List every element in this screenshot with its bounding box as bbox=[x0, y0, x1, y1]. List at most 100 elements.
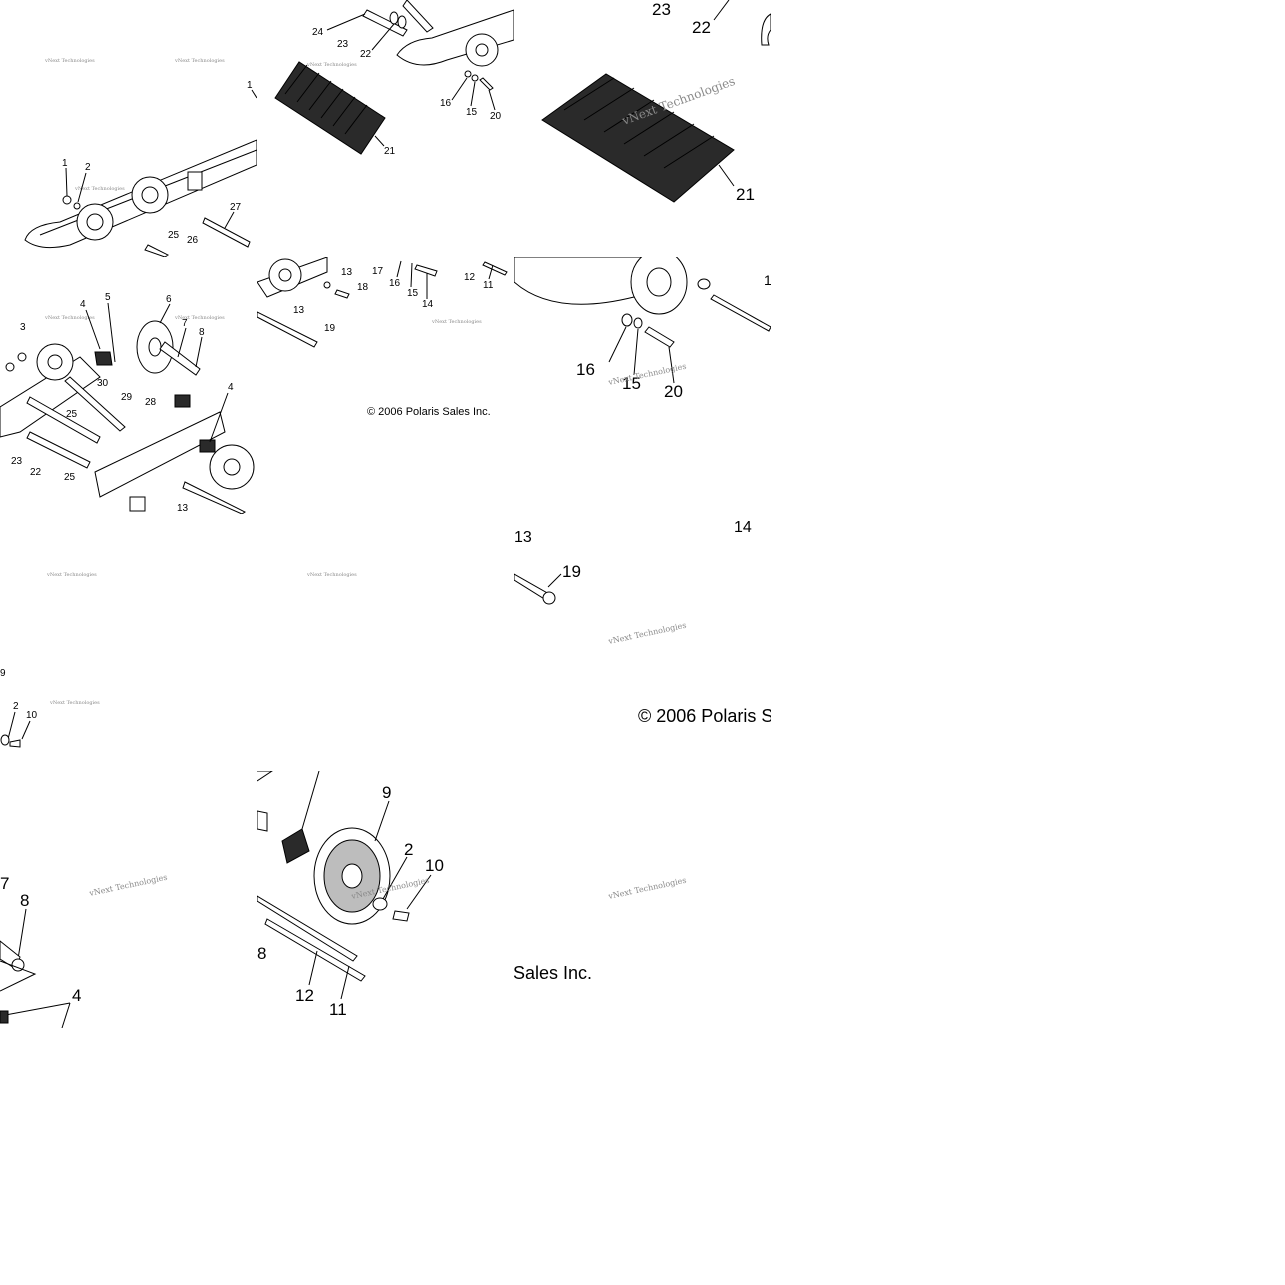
callout-label: 27 bbox=[230, 202, 242, 213]
track-belt bbox=[274, 61, 386, 155]
diagram-tile-bolt-detail: 13 14 19 vNext Technologies © 2006 Polar… bbox=[514, 514, 771, 771]
callout-label: 28 bbox=[145, 397, 157, 408]
callout-label: 10 bbox=[26, 710, 38, 721]
diagram-tile-arm-assembly: vNext Technologies vNext Technologies bbox=[0, 257, 257, 514]
callout-label: 11 bbox=[329, 1000, 347, 1019]
diagram-tile-blank: vNext Technologies bbox=[257, 514, 514, 771]
shaft bbox=[26, 396, 101, 444]
callout-label: 2 bbox=[13, 701, 19, 712]
callout-label: 2 bbox=[85, 162, 91, 173]
callout-label: 1 bbox=[62, 158, 68, 169]
callout-label: 12 bbox=[464, 272, 476, 283]
watermark-text: vNext Technologies bbox=[44, 315, 95, 321]
callout-label: 13 bbox=[177, 503, 189, 514]
shaft bbox=[710, 294, 771, 332]
callout-label: 1 bbox=[247, 80, 253, 91]
shaft bbox=[257, 895, 358, 962]
callout-label: 23 bbox=[11, 456, 23, 467]
callout-label: 25 bbox=[168, 230, 180, 241]
watermark-text: vNext Technologies bbox=[306, 62, 357, 68]
track-belt bbox=[541, 73, 735, 203]
callout-label: 22 bbox=[30, 467, 42, 478]
callout-label: 18 bbox=[357, 282, 369, 293]
diagram-tile-shafts: 13 17 16 15 14 12 11 18 13 19 vNext Tech… bbox=[257, 257, 514, 514]
callout-label: 15 bbox=[407, 288, 419, 299]
callout-label: 14 bbox=[422, 299, 434, 310]
callout-label: 11 bbox=[483, 280, 494, 291]
copyright-notice: © 2006 Polaris S bbox=[638, 706, 771, 726]
shaft bbox=[202, 217, 251, 248]
callout-label: 16 bbox=[389, 278, 401, 289]
callout-label: 14 bbox=[734, 519, 752, 536]
watermark-text: vNext Technologies bbox=[174, 58, 225, 64]
callout-label: 7 bbox=[182, 318, 188, 329]
rail-body bbox=[94, 411, 226, 498]
watermark-text: vNext Technologies bbox=[607, 876, 688, 902]
callout-label: 2 bbox=[404, 840, 413, 859]
diagram-tile-wheel-detail: 1 16 15 20 vNext Technologies bbox=[514, 257, 771, 514]
callout-label: 30 bbox=[97, 378, 109, 389]
watermark-text: vNext Technologies bbox=[46, 572, 97, 578]
callout-label: 20 bbox=[490, 111, 502, 122]
watermark-text: vNext Technologies bbox=[49, 700, 100, 706]
diagram-tile-rail-overview: vNext Technologies vNext Technologies vN… bbox=[0, 0, 257, 257]
callout-label: 7 bbox=[0, 874, 9, 893]
callout-label: 16 bbox=[576, 360, 595, 379]
callout-label: 13 bbox=[341, 267, 353, 278]
callout-label: 4 bbox=[80, 299, 86, 310]
callout-label: 16 bbox=[440, 98, 452, 109]
callout-label: 23 bbox=[337, 39, 349, 50]
watermark-text: vNext Technologies bbox=[306, 572, 357, 578]
callout-label: 4 bbox=[72, 986, 81, 1005]
watermark-text: vNext Technologies bbox=[174, 315, 225, 321]
copyright-notice: © 2006 Polaris Sales Inc. bbox=[367, 406, 491, 418]
callout-label: 4 bbox=[228, 382, 234, 393]
watermark-text: vNext Technologies bbox=[88, 873, 169, 899]
callout-label: 3 bbox=[20, 322, 26, 333]
diagram-tile-copyright-tail: vNext Technologies Sales Inc. bbox=[514, 771, 771, 1028]
watermark-text: vNext Technologies bbox=[44, 58, 95, 64]
callout-label: 25 bbox=[64, 472, 76, 483]
watermark-text: vNext Technologies bbox=[607, 621, 688, 647]
callout-label: 19 bbox=[324, 323, 336, 334]
callout-label: 22 bbox=[692, 18, 711, 37]
callout-label: 22 bbox=[360, 49, 372, 60]
shaft bbox=[264, 918, 366, 982]
copyright-notice: Sales Inc. bbox=[514, 963, 592, 983]
callout-label: 15 bbox=[466, 107, 478, 118]
diagram-tile-small-bolts: vNext Technologies vNext Technologies 9 … bbox=[0, 514, 257, 771]
callout-label: 8 bbox=[20, 891, 29, 910]
callout-label: 8 bbox=[257, 944, 266, 963]
callout-label: 13 bbox=[514, 529, 532, 546]
callout-label: 10 bbox=[425, 856, 444, 875]
callout-label: 6 bbox=[166, 294, 172, 305]
rail-body bbox=[396, 9, 514, 66]
callout-label: 21 bbox=[736, 185, 755, 204]
callout-label: 19 bbox=[562, 562, 581, 581]
callout-label: 26 bbox=[187, 235, 199, 246]
shaft bbox=[257, 311, 318, 348]
callout-label: 20 bbox=[664, 382, 683, 401]
bracket bbox=[187, 171, 203, 191]
block bbox=[281, 828, 310, 864]
callout-label: 24 bbox=[312, 27, 324, 38]
diagram-tile-wheel-shafts: 9 2 10 12 11 8 vNext Technologies bbox=[257, 771, 514, 1028]
callout-label: 15 bbox=[622, 374, 641, 393]
watermark-text: vNext Technologies bbox=[74, 186, 125, 192]
callout-label: 13 bbox=[293, 305, 305, 316]
diagram-tile-track-large: 23 22 vNext Technologies 21 bbox=[514, 0, 771, 257]
callout-label: 17 bbox=[372, 266, 384, 277]
callout-label: 9 bbox=[0, 668, 6, 679]
callout-label: 9 bbox=[382, 783, 391, 802]
callout-label: 8 bbox=[199, 327, 205, 338]
callout-label: 29 bbox=[121, 392, 133, 403]
diagram-tile-arm-fragment: 7 8 4 vNext Technologies bbox=[0, 771, 257, 1028]
callout-label: 5 bbox=[105, 292, 111, 303]
callout-label: 21 bbox=[384, 146, 396, 157]
callout-label: 12 bbox=[295, 986, 314, 1005]
watermark-text: vNext Technologies bbox=[431, 319, 482, 325]
callout-label: 23 bbox=[652, 0, 671, 19]
callout-label: 25 bbox=[66, 409, 78, 420]
block bbox=[94, 351, 113, 366]
